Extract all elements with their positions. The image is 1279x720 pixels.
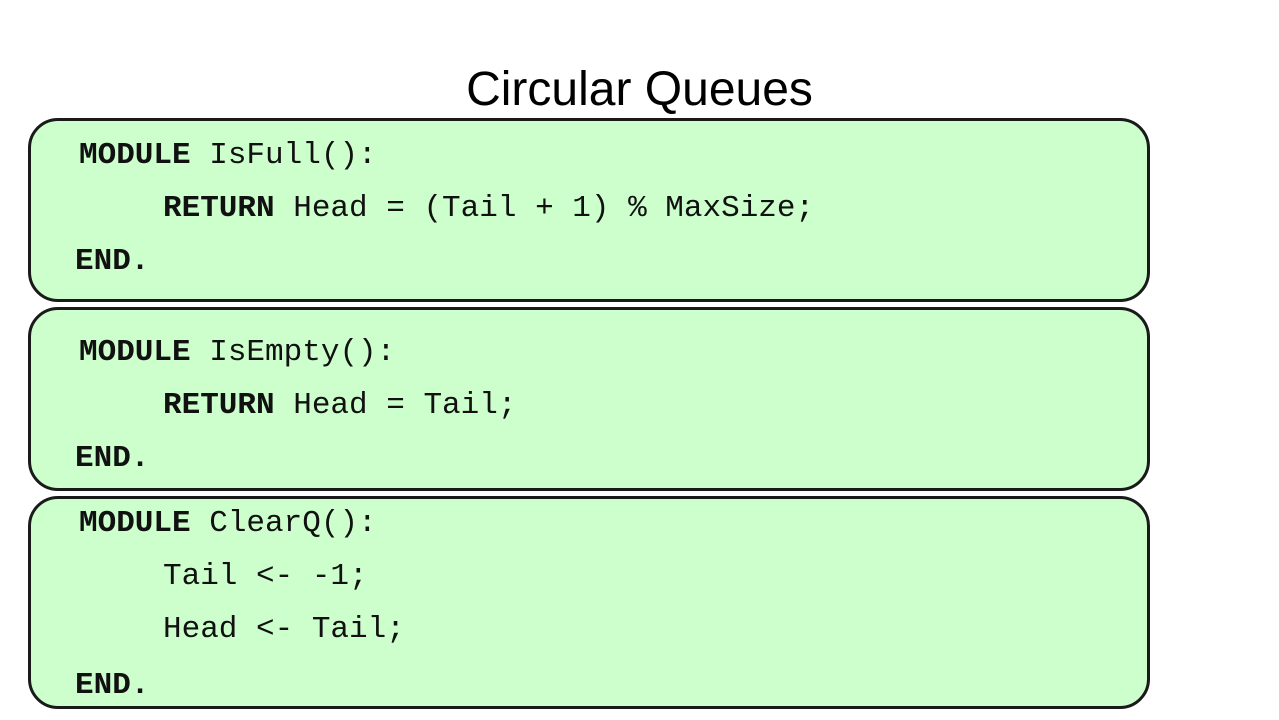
keyword: MODULE <box>79 138 191 173</box>
module-signature: IsEmpty(): <box>190 335 396 370</box>
keyword: RETURN <box>163 388 275 423</box>
keyword: END. <box>75 441 150 476</box>
code-block-clearq: MODULE ClearQ(): Tail <- -1; Head <- Tai… <box>28 496 1150 709</box>
end-line: END. <box>75 242 149 282</box>
keyword: RETURN <box>163 191 275 226</box>
keyword: MODULE <box>79 506 191 541</box>
return-line: RETURN Head = (Tail + 1) % MaxSize; <box>163 189 814 229</box>
module-signature: ClearQ(): <box>190 506 377 541</box>
return-expression: Head = (Tail + 1) % MaxSize; <box>274 191 815 226</box>
keyword: END. <box>75 668 150 703</box>
module-header-line: MODULE IsFull(): <box>79 136 377 176</box>
slide-title: Circular Queues <box>466 63 813 116</box>
keyword: END. <box>75 244 150 279</box>
module-header-line: MODULE IsEmpty(): <box>79 333 395 373</box>
keyword: MODULE <box>79 335 191 370</box>
code-block-isfull: MODULE IsFull(): RETURN Head = (Tail + 1… <box>28 118 1150 302</box>
module-header-line: MODULE ClearQ(): <box>79 504 377 544</box>
statement-line: Tail <- -1; <box>163 557 368 597</box>
code-block-isempty: MODULE IsEmpty(): RETURN Head = Tail; EN… <box>28 307 1150 491</box>
return-expression: Head = Tail; <box>274 388 517 423</box>
statement: Tail <- -1; <box>163 559 368 594</box>
end-line: END. <box>75 666 149 706</box>
statement-line: Head <- Tail; <box>163 610 405 650</box>
statement: Head <- Tail; <box>163 612 405 647</box>
end-line: END. <box>75 439 149 479</box>
return-line: RETURN Head = Tail; <box>163 386 516 426</box>
module-signature: IsFull(): <box>190 138 377 173</box>
